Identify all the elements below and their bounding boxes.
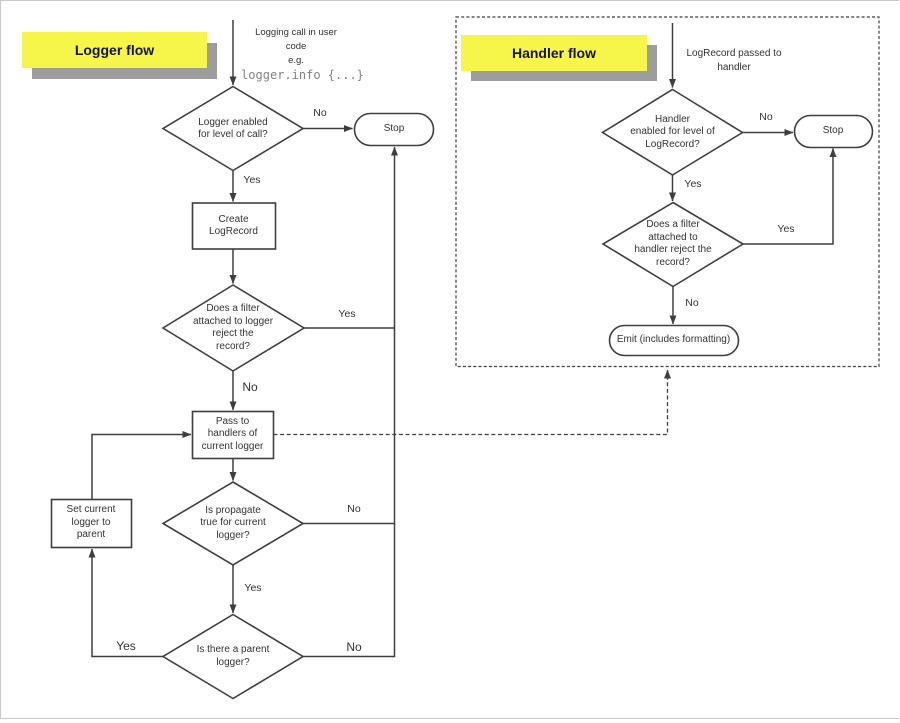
diamond-logger-level-check [161, 85, 305, 172]
edge-label-logger-parent-yes: Yes [116, 639, 136, 653]
pill-handler-stop [793, 114, 874, 149]
edge-label-logger-filter-no: No [242, 380, 258, 394]
rect-pass-to-handlers [191, 410, 275, 460]
pill-logger-stop [353, 112, 435, 147]
edge-label-logger-level-no: No [313, 107, 327, 119]
edge-logger-parent-yes [88, 548, 163, 658]
edge-label-logger-level-yes: Yes [243, 174, 261, 186]
edge-label-handler-filter-no: No [685, 297, 699, 309]
edge-logger-to-handler-dashed [273, 369, 671, 436]
edge-logger-loop-to-pass [91, 431, 192, 500]
logger-flow-title: Logger flow [22, 32, 207, 68]
edge-label-logger-filter-yes: Yes [338, 308, 356, 320]
diamond-logger-parent-check [161, 613, 305, 700]
pill-emit [608, 324, 740, 357]
edge-label-handler-level-no: No [759, 111, 773, 123]
edge-label-handler-level-yes: Yes [684, 178, 702, 190]
edge-handler-filter-yes [743, 148, 837, 245]
diamond-logger-filter-check [161, 284, 306, 372]
edge-label-logger-parent-no: No [346, 640, 362, 654]
edge-label-logger-propagate-no: No [347, 503, 361, 515]
diamond-handler-filter-check [601, 201, 745, 288]
edge-label-logger-propagate-yes: Yes [244, 582, 262, 594]
edge-label-handler-filter-yes: Yes [777, 223, 795, 235]
handler-flow-dashed-box [455, 16, 880, 368]
logger-entry-code: logger.info {...} [241, 68, 364, 82]
rect-set-current-logger [50, 498, 133, 549]
rect-create-logrecord [191, 202, 277, 250]
label-handler-stop: Stop [822, 124, 844, 136]
diamond-logger-propagate-check [161, 481, 305, 566]
edge-logger-to-stop-trunk [303, 146, 398, 658]
label-logger-stop: Stop [383, 122, 405, 134]
diamond-handler-level-check [600, 88, 745, 176]
handler-flow-title: Handler flow [461, 35, 647, 71]
label-emit: Emit (includes formatting) [616, 333, 731, 345]
